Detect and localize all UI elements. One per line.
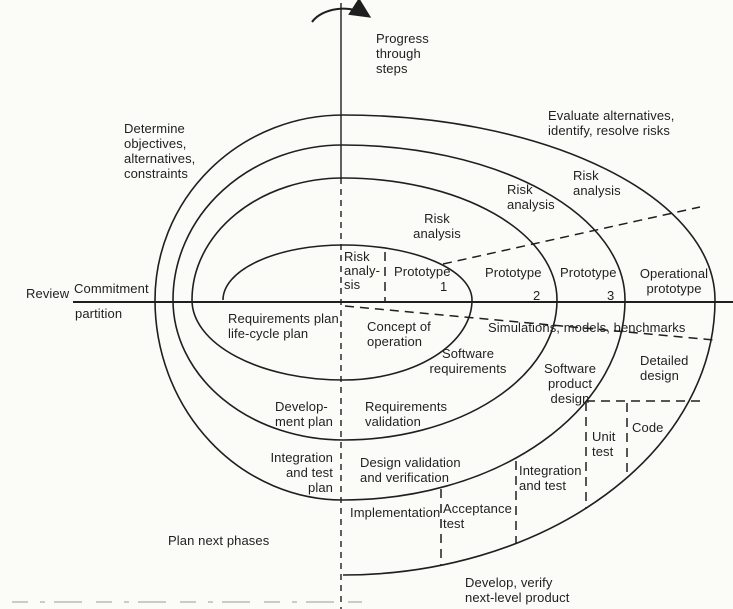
label-progress-through-steps: Progress through steps bbox=[376, 31, 429, 76]
label-risk-analysis-third: Risk analysis bbox=[507, 182, 555, 212]
label-evaluate-alternatives: Evaluate alternatives, identify, resolve… bbox=[548, 108, 675, 138]
label-integration-and-test: Integration and test bbox=[519, 463, 582, 493]
label-prototype-1-number: 1 bbox=[440, 279, 448, 294]
separator-simulations bbox=[344, 305, 715, 341]
label-develop-verify: Develop, verify next-level product bbox=[465, 575, 570, 605]
label-code: Code bbox=[632, 420, 664, 435]
label-risk-analysis-outer: Risk analysis bbox=[573, 168, 621, 198]
label-prototype-2: Prototype bbox=[485, 265, 542, 280]
label-unit-test: Unit test bbox=[592, 429, 616, 459]
label-plan-next-phases: Plan next phases bbox=[168, 533, 270, 548]
label-implementation: Implementation bbox=[350, 505, 441, 520]
label-development-plan: Develop- ment plan bbox=[275, 399, 333, 429]
label-software-requirements: Software requirements bbox=[429, 346, 507, 376]
label-requirements-validation: Requirements validation bbox=[365, 399, 448, 429]
label-acceptance-test: Acceptance test bbox=[443, 501, 512, 531]
label-operational-prototype: Operational prototype bbox=[639, 266, 709, 296]
label-prototype-2-number: 2 bbox=[533, 288, 541, 303]
label-prototype-1: Prototype bbox=[394, 264, 451, 279]
label-concept-of-operation: Concept of operation bbox=[367, 319, 431, 349]
label-design-validation: Design validation and verification bbox=[360, 455, 461, 485]
label-software-product-design: Software product design bbox=[543, 361, 597, 406]
label-prototype-3-number: 3 bbox=[607, 288, 615, 303]
label-risk-analysis-inner: Risk analy- sis bbox=[344, 249, 381, 292]
label-simulations-models-benchmarks: Simulations, models, benchmarks bbox=[488, 320, 686, 335]
label-commitment: Commitment bbox=[74, 281, 149, 296]
label-review: Review bbox=[26, 286, 70, 301]
label-requirements-plan: Requirements plan life-cycle plan bbox=[228, 311, 339, 341]
spiral-path bbox=[154, 114, 716, 576]
label-integration-test-plan: Integration and test plan bbox=[270, 450, 333, 495]
clockwise-arrow-icon bbox=[311, 0, 372, 23]
label-prototype-3: Prototype bbox=[560, 265, 617, 280]
label-risk-analysis-second: Risk analysis bbox=[413, 211, 461, 241]
label-detailed-design: Detailed design bbox=[640, 353, 689, 383]
separator-risk-prototype bbox=[442, 206, 701, 265]
label-determine-objectives: Determine objectives, alternatives, cons… bbox=[124, 121, 196, 181]
label-partition: partition bbox=[75, 306, 123, 321]
